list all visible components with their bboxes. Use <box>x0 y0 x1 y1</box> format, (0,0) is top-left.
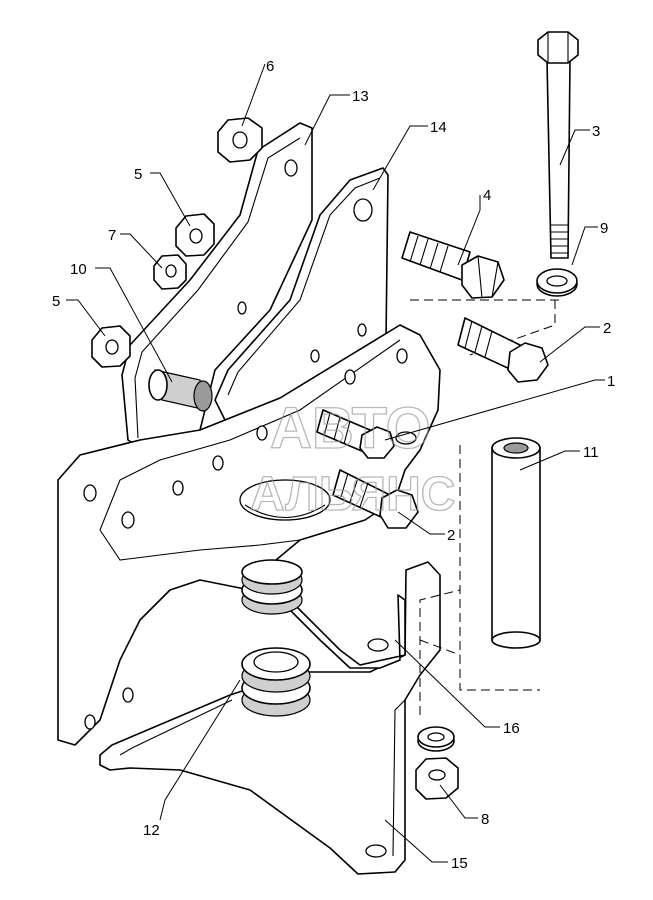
callout-11: 11 <box>583 444 599 461</box>
callout-14: 14 <box>430 119 447 136</box>
part-11-sleeve <box>419 437 541 691</box>
callout-5: 5 <box>52 293 60 310</box>
callout-9: 9 <box>600 220 608 237</box>
callout-2: 2 <box>447 527 455 544</box>
callout-12: 12 <box>143 822 160 839</box>
callout-15: 15 <box>451 855 468 872</box>
part-2-bolt-lower <box>332 469 419 529</box>
callout-1: 1 <box>607 373 615 390</box>
part-3-long-bolt <box>537 31 579 259</box>
callout-labels: 6 13 14 3 5 4 9 7 10 5 2 1 11 2 16 12 8 … <box>52 58 615 872</box>
part-4-bolt <box>401 231 505 299</box>
callout-10: 10 <box>70 261 87 278</box>
part-2-bolt-upper <box>457 317 549 383</box>
part-15-base-plate <box>99 561 441 875</box>
assembly-line-8 <box>419 589 461 715</box>
watermark: АВТО АЛЬЯНС <box>249 395 456 521</box>
callout-7: 7 <box>108 227 116 244</box>
callout-16: 16 <box>503 720 520 737</box>
part-5-nut-lower <box>91 325 131 368</box>
part-6-nut <box>217 117 263 163</box>
callout-3: 3 <box>592 123 600 140</box>
part-10-pin <box>148 369 213 412</box>
watermark-line1: АВТО <box>270 396 431 461</box>
callout-5: 5 <box>134 166 142 183</box>
watermark-line2: АЛЬЯНС <box>250 468 455 521</box>
part-9-lock-washer <box>536 268 578 297</box>
callout-2: 2 <box>603 320 611 337</box>
part-7-washer-nut <box>153 254 187 290</box>
leader-lines <box>66 63 605 863</box>
part-5-nut-upper <box>175 213 215 257</box>
part-8-nut-washer <box>415 726 459 800</box>
callout-6: 6 <box>266 58 274 75</box>
part-12-bearing-rings <box>241 559 311 717</box>
callout-13: 13 <box>352 88 369 105</box>
callout-8: 8 <box>481 811 489 828</box>
callout-4: 4 <box>483 187 491 204</box>
part-1-bolt <box>316 409 395 459</box>
